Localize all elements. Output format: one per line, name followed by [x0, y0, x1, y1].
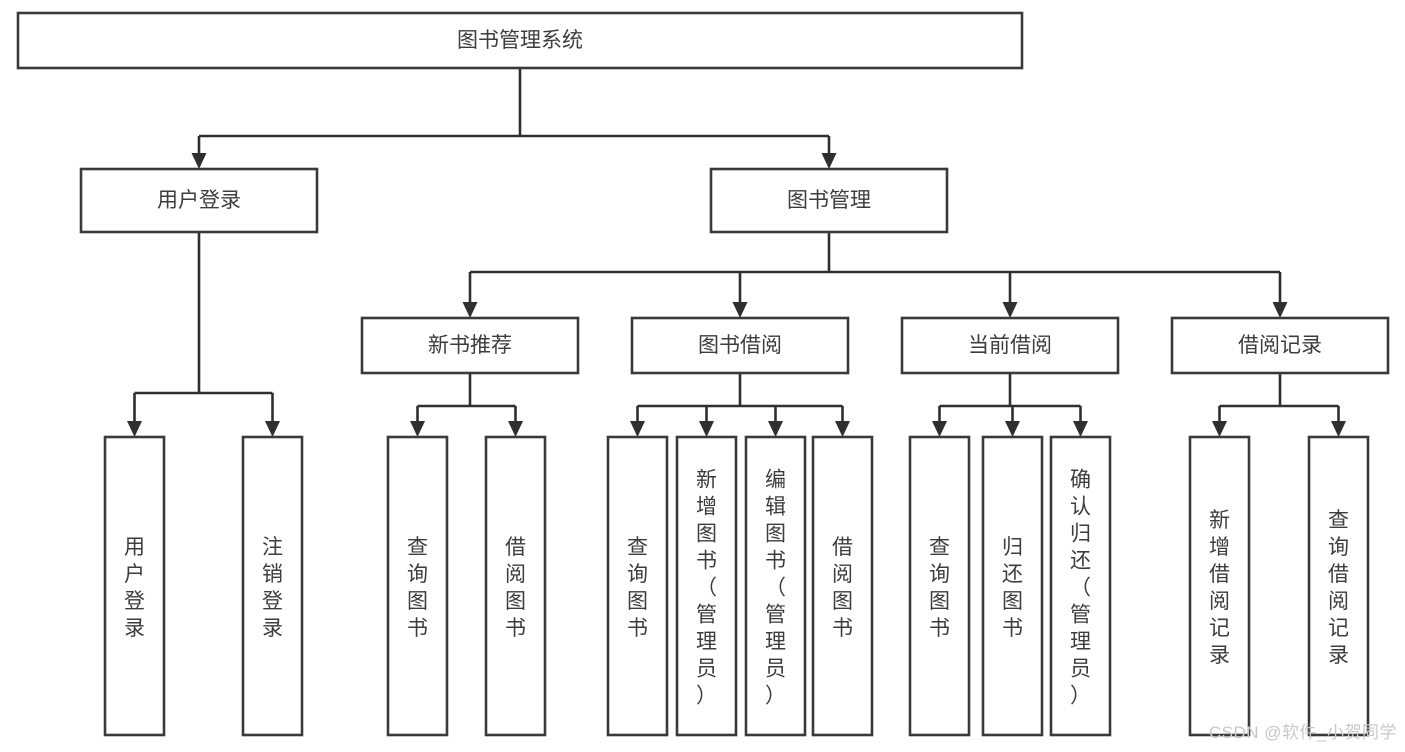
csdn-watermark: CSDN @软件_小贺同学 [1208, 723, 1397, 742]
leaf-node-12-rect[interactable] [1307, 435, 1370, 737]
arrow-head [265, 421, 280, 437]
arrow-head [630, 421, 645, 437]
level3-node-1-label: 图书借阅 [698, 334, 782, 357]
arrow-head [1005, 421, 1020, 437]
leaf-node-3-rect[interactable] [484, 435, 547, 737]
arrow-head [768, 421, 783, 437]
arrow-head [410, 421, 425, 437]
leaf-node-12[interactable]: 查询借阅记录 [1307, 435, 1370, 737]
level3-node-1-rect[interactable] [630, 316, 850, 375]
leaf-node-3[interactable]: 借阅图书 [484, 435, 547, 737]
leaf-node-6-label: 编辑图书（管理员） [765, 469, 786, 708]
leaf-node-7-rect[interactable] [811, 435, 874, 737]
arrow-head [1073, 421, 1088, 437]
leaf-node-0[interactable]: 用户登录 [103, 435, 166, 737]
level3-node-2[interactable]: 当前借阅 [900, 316, 1120, 375]
arrow-head [699, 421, 714, 437]
leaf-node-1[interactable]: 注销登录 [241, 435, 304, 737]
level3-node-3-rect[interactable] [1170, 316, 1390, 375]
level2-node-1[interactable]: 图书管理 [709, 167, 949, 234]
arrow-head [732, 302, 748, 318]
leaf-node-9[interactable]: 归还图书 [981, 435, 1044, 737]
level3-node-2-rect[interactable] [900, 316, 1120, 375]
leaf-node-6-rect[interactable] [744, 435, 807, 737]
leaf-node-0-label: 用户登录 [124, 536, 145, 640]
leaf-node-2-label: 查询图书 [407, 536, 428, 640]
arrow-head [1331, 421, 1346, 437]
root-node-tushuguanlixitong-label: 图书管理系统 [457, 29, 583, 52]
leaf-node-5[interactable]: 新增图书（管理员） [675, 435, 738, 737]
level3-node-3-label: 借阅记录 [1238, 334, 1322, 357]
leaf-node-11-rect[interactable] [1188, 435, 1251, 737]
level3-node-3[interactable]: 借阅记录 [1170, 316, 1390, 375]
arrow-head [835, 421, 850, 437]
level2-node-0-rect[interactable] [79, 167, 319, 234]
leaf-node-5-rect[interactable] [675, 435, 738, 737]
arrow-head [1212, 421, 1227, 437]
level2-node-0[interactable]: 用户登录 [79, 167, 319, 234]
leaf-node-10-label: 确认归还（管理员） [1070, 469, 1091, 708]
node-layer: 图书管理系统用户登录图书管理新书推荐图书借阅当前借阅借阅记录用户登录注销登录查询… [16, 11, 1390, 737]
arrow-head [821, 153, 837, 169]
leaf-node-12-label: 查询借阅记录 [1328, 509, 1349, 667]
connector-layer [127, 68, 1346, 437]
leaf-node-8-label: 查询图书 [929, 536, 950, 640]
root-node-tushuguanlixitong-rect[interactable] [16, 11, 1024, 70]
leaf-node-4-rect[interactable] [606, 435, 669, 737]
arrow-head [1272, 302, 1288, 318]
leaf-node-1-rect[interactable] [241, 435, 304, 737]
leaf-node-2[interactable]: 查询图书 [386, 435, 449, 737]
leaf-node-10[interactable]: 确认归还（管理员） [1049, 435, 1112, 737]
arrow-head [191, 153, 207, 169]
level3-node-0-rect[interactable] [360, 316, 580, 375]
level3-node-0[interactable]: 新书推荐 [360, 316, 580, 375]
leaf-node-10-rect[interactable] [1049, 435, 1112, 737]
leaf-node-1-label: 注销登录 [262, 536, 283, 640]
leaf-node-11[interactable]: 新增借阅记录 [1188, 435, 1251, 737]
leaf-node-9-label: 归还图书 [1002, 536, 1023, 640]
leaf-node-6[interactable]: 编辑图书（管理员） [744, 435, 807, 737]
leaf-node-0-rect[interactable] [103, 435, 166, 737]
leaf-node-8[interactable]: 查询图书 [908, 435, 971, 737]
arrow-head [508, 421, 523, 437]
leaf-node-7[interactable]: 借阅图书 [811, 435, 874, 737]
arrow-head [1002, 302, 1018, 318]
level3-node-2-label: 当前借阅 [968, 334, 1052, 357]
leaf-node-4[interactable]: 查询图书 [606, 435, 669, 737]
level3-node-1[interactable]: 图书借阅 [630, 316, 850, 375]
level2-node-0-label: 用户登录 [157, 189, 241, 212]
leaf-node-8-rect[interactable] [908, 435, 971, 737]
leaf-node-2-rect[interactable] [386, 435, 449, 737]
arrow-head [462, 302, 478, 318]
level2-node-1-label: 图书管理 [787, 189, 871, 212]
leaf-node-7-label: 借阅图书 [832, 536, 853, 640]
arrow-head [932, 421, 947, 437]
level3-node-0-label: 新书推荐 [428, 334, 512, 357]
root-node-tushuguanlixitong[interactable]: 图书管理系统 [16, 11, 1024, 70]
leaf-node-5-label: 新增图书（管理员） [696, 469, 717, 708]
leaf-node-4-label: 查询图书 [627, 536, 648, 640]
leaf-node-11-label: 新增借阅记录 [1209, 509, 1230, 667]
leaf-node-3-label: 借阅图书 [505, 536, 526, 640]
level2-node-1-rect[interactable] [709, 167, 949, 234]
leaf-node-9-rect[interactable] [981, 435, 1044, 737]
arrow-head [127, 421, 142, 437]
